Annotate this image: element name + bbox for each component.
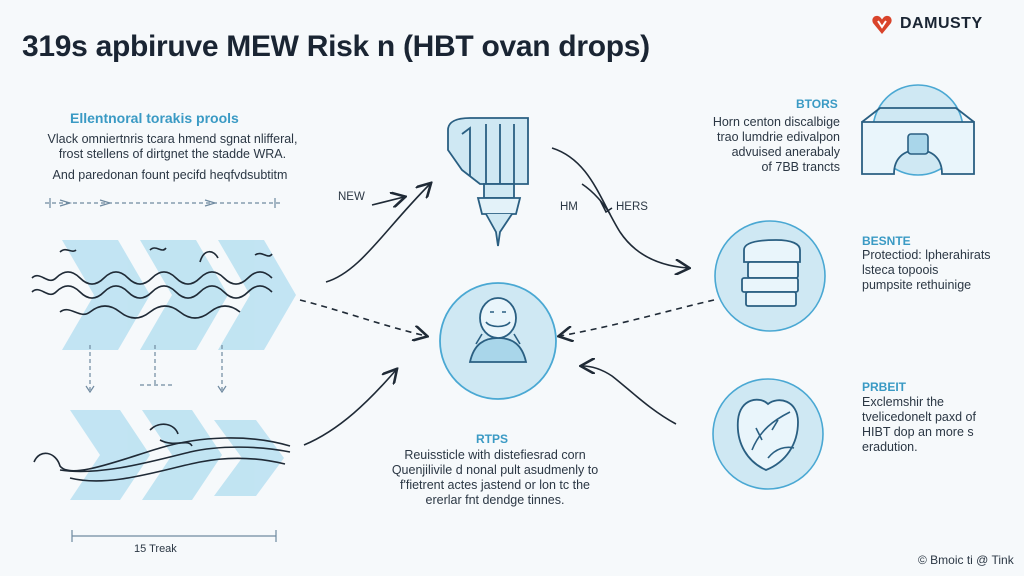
right-middle-heading: BESNTE — [862, 234, 911, 248]
right-top-line: trao lumdrie edivalpon — [717, 130, 840, 144]
right-middle-line: pumpsite rethuinige — [862, 278, 972, 292]
wave-chevrons-top — [62, 240, 296, 350]
bridge-icon — [861, 84, 975, 176]
right-middle-line: lsteca topoois — [862, 263, 939, 277]
hm-label: HM — [560, 201, 578, 213]
bottom-center-heading: RTPS — [476, 432, 509, 446]
right-middle-text: Protectiod: lpherahirats lsteca topoois … — [862, 248, 991, 293]
bottom-center-line: f'fietrent actes jastend or lon tc the — [400, 478, 590, 492]
scale-label: 15 Treak — [134, 543, 177, 555]
dashed-down-arrows — [89, 345, 223, 390]
left-panel-description: Vlack omniertnris tcara hmend sgnat nlif… — [30, 132, 315, 162]
new-label: NEW — [338, 191, 365, 203]
leaf-icon — [712, 378, 824, 490]
arrow-new-to-machine — [371, 197, 404, 205]
left-description-line: Vlack omniertnris tcara hmend sgnat nlif… — [47, 132, 298, 146]
dashed-arrow-right-to-center — [560, 299, 715, 336]
right-middle-line: Protectiod: lpherahirats — [862, 248, 991, 262]
right-bottom-text: Exclemshir the tvelicedonelt paxd of HIB… — [862, 395, 976, 455]
page-title: 319s apbiruve MEW Risk n (HBT ovan drops… — [22, 30, 650, 63]
wave-lines-top — [31, 247, 273, 319]
hers-label: HERS — [616, 201, 648, 213]
bottom-center-line: Quenjilivile d nonal pult asudmenly to — [391, 463, 599, 477]
heart-shield-icon — [872, 15, 892, 35]
brand: DAMUSTY — [870, 12, 983, 36]
bottom-center-line: Reuissticle with distefiesrad corn — [404, 448, 586, 462]
right-bottom-heading: PRBEIT — [862, 380, 907, 394]
measure-line-bottom — [71, 530, 277, 542]
right-bottom-line: Exclemshir the — [862, 395, 944, 409]
arrow-machine-to-right — [551, 147, 688, 268]
right-top-line: Horn centon discalbige — [712, 115, 840, 129]
machine-icon — [447, 117, 529, 247]
right-top-line: advuised anerabaly — [731, 145, 840, 159]
person-circle-icon — [439, 282, 557, 400]
right-top-line: of 7BB trancts — [761, 160, 840, 174]
bottom-center-line: ererlar fnt dendge tinnes. — [425, 493, 565, 507]
left-panel-title: Ellentnoral torakis prools — [70, 110, 239, 126]
arrow-waves-bottom-to-center — [303, 370, 396, 446]
right-bottom-line: eradution. — [862, 440, 918, 454]
arrow-waves-to-machine — [325, 184, 430, 283]
left-panel-note: And paredonan fount pecifd heqfvdsubtitm — [52, 168, 288, 182]
left-description-line: frost stellens of dirtgnet the stadde WR… — [58, 147, 287, 161]
arrow-leaf-to-center — [582, 366, 677, 425]
bottom-center-text: Reuissticle with distefiesrad corn Quenj… — [370, 448, 620, 508]
brand-name: DAMUSTY — [900, 15, 983, 32]
stack-icon — [714, 220, 826, 332]
dashed-arrow-waves-to-center — [299, 299, 426, 336]
right-top-heading: BTORS — [796, 97, 838, 111]
right-top-text: Horn centon discalbige trao lumdrie ediv… — [690, 115, 840, 175]
right-bottom-line: HIBT dop an more s — [862, 425, 974, 439]
measure-line-top — [45, 198, 280, 208]
wave-lines-bottom — [33, 423, 291, 482]
right-bottom-line: tvelicedonelt paxd of — [862, 410, 976, 424]
copyright-text: © Bmoic ti @ Tink — [918, 553, 1014, 567]
